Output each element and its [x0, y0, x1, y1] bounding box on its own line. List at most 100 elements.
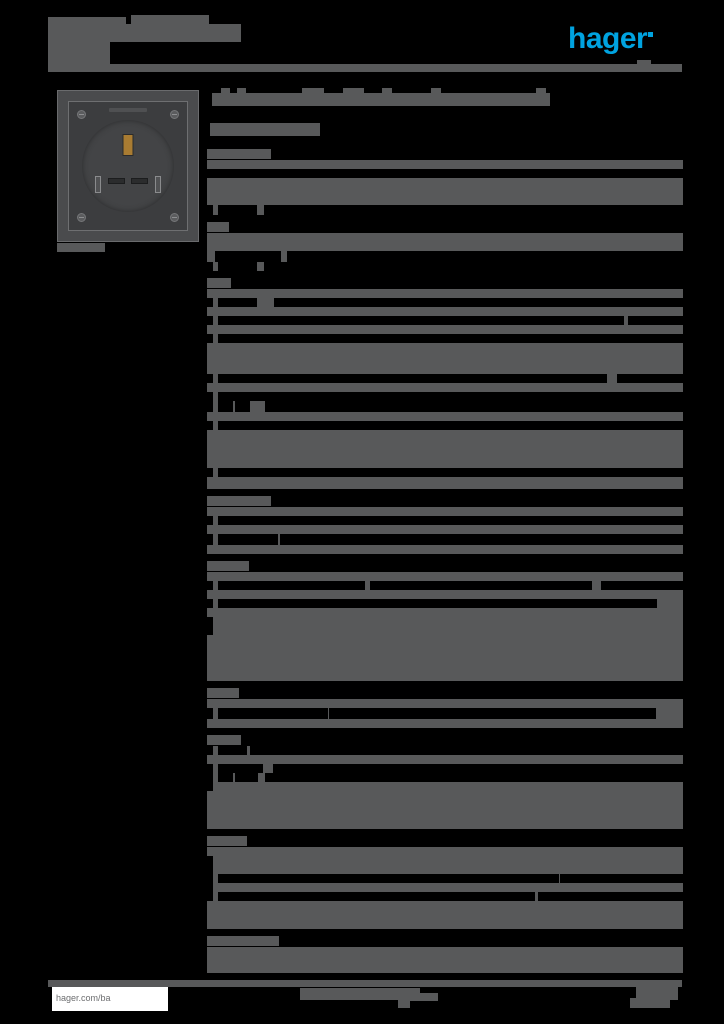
table-row: [207, 892, 683, 901]
screw-icon: [170, 110, 179, 119]
table-row: [207, 865, 683, 874]
table-row: [207, 626, 683, 635]
redacted-text-gap: [218, 708, 328, 719]
footer-url-link[interactable]: hager.com/ba: [56, 993, 111, 1003]
table-row: [207, 791, 683, 829]
redacted-text-gap: [601, 516, 683, 525]
table-row: [207, 635, 683, 681]
spec-section: [207, 222, 683, 271]
redacted-text-gap: [265, 334, 683, 343]
screw-icon: [77, 213, 86, 222]
redacted-text-gap: [207, 617, 213, 626]
socket-side-contact-left: [95, 176, 101, 193]
socket-brand-emboss: [109, 108, 147, 112]
redacted-text-gap: [601, 581, 683, 590]
redacted-text-gap: [207, 773, 213, 782]
redacted-text-gap: [265, 874, 559, 883]
spec-section-heading: [207, 688, 683, 699]
table-row: [207, 196, 683, 205]
header-rule-notch: [637, 60, 651, 65]
spec-section-heading: [207, 149, 683, 160]
redacted-text-gap: [207, 581, 213, 590]
table-row: [207, 477, 683, 489]
product-image: [57, 90, 199, 242]
footer-url-box[interactable]: hager.com/ba: [52, 987, 168, 1011]
table-row: [207, 699, 683, 708]
spec-table: [207, 507, 683, 554]
redacted-text-gap: [218, 534, 278, 545]
redacted-text-gap: [207, 316, 213, 325]
table-row: [207, 719, 683, 728]
spec-section: [207, 496, 683, 554]
redacted-text-gap: [218, 262, 257, 271]
product-image-caption: [57, 243, 105, 252]
spec-section: [207, 936, 683, 973]
spec-section: [207, 278, 683, 489]
table-row: [207, 187, 683, 196]
redacted-text-gap: [218, 892, 248, 901]
redacted-text-gap: [207, 374, 213, 383]
table-row: [207, 343, 683, 374]
socket-earth-pin-slot: [122, 134, 134, 156]
table-row: [207, 205, 683, 215]
footer-center-redacted-2: [408, 993, 438, 1001]
redacted-text-gap: [207, 468, 213, 477]
spec-table: [207, 572, 683, 681]
page-title: [207, 88, 683, 106]
table-row: [207, 874, 683, 883]
redacted-text-gap: [666, 764, 683, 773]
table-row: [207, 773, 683, 782]
redacted-text-gap: [560, 874, 683, 883]
spec-sections: [207, 149, 683, 973]
redacted-text-gap: [207, 746, 213, 755]
spec-section: [207, 735, 683, 829]
spec-section-heading: [207, 836, 683, 847]
redacted-text-gap: [264, 205, 683, 215]
redacted-text-gap: [280, 534, 584, 545]
table-row: [207, 572, 683, 581]
socket-neutral-slot: [131, 178, 148, 184]
header-rule: [48, 64, 682, 72]
redacted-text-gap: [329, 708, 656, 719]
redacted-text-gap: [248, 892, 535, 901]
table-row: [207, 755, 683, 764]
redacted-text-gap: [207, 626, 213, 635]
redacted-text-gap: [218, 374, 257, 383]
redacted-text-gap: [207, 874, 213, 883]
table-row: [207, 307, 683, 316]
table-row: [207, 430, 683, 468]
table-row: [207, 708, 683, 719]
header-title-redacted: [48, 17, 126, 25]
redacted-text-gap: [207, 534, 213, 545]
spec-section-heading: [207, 278, 683, 289]
redacted-text-gap: [207, 516, 213, 525]
hager-logo: hager: [568, 24, 672, 54]
redacted-text-gap: [265, 516, 601, 525]
spec-section: [207, 836, 683, 929]
table-row: [207, 507, 683, 516]
spec-section-heading: [207, 496, 683, 507]
redacted-text-gap: [273, 764, 666, 773]
spec-section: [207, 688, 683, 728]
header-title-block: [48, 24, 241, 42]
redacted-text-gap: [207, 599, 213, 608]
redacted-text-gap: [617, 374, 683, 383]
table-row: [207, 421, 683, 430]
socket-side-contact-right: [155, 176, 161, 193]
table-row: [207, 883, 683, 892]
redacted-text-gap: [207, 856, 213, 865]
table-row: [207, 534, 683, 545]
redacted-text-gap: [207, 205, 213, 215]
page-header: hager: [0, 0, 724, 82]
table-row: [207, 160, 683, 169]
redacted-text-gap: [218, 334, 265, 343]
redacted-text-gap: [218, 874, 265, 883]
redacted-text-gap: [235, 401, 250, 412]
table-row: [207, 251, 683, 262]
table-row: [207, 298, 683, 307]
redacted-text-gap: [207, 169, 683, 178]
redacted-text-gap: [218, 599, 329, 608]
table-row: [207, 401, 683, 412]
table-row: [207, 581, 683, 590]
redacted-text-gap: [218, 581, 365, 590]
